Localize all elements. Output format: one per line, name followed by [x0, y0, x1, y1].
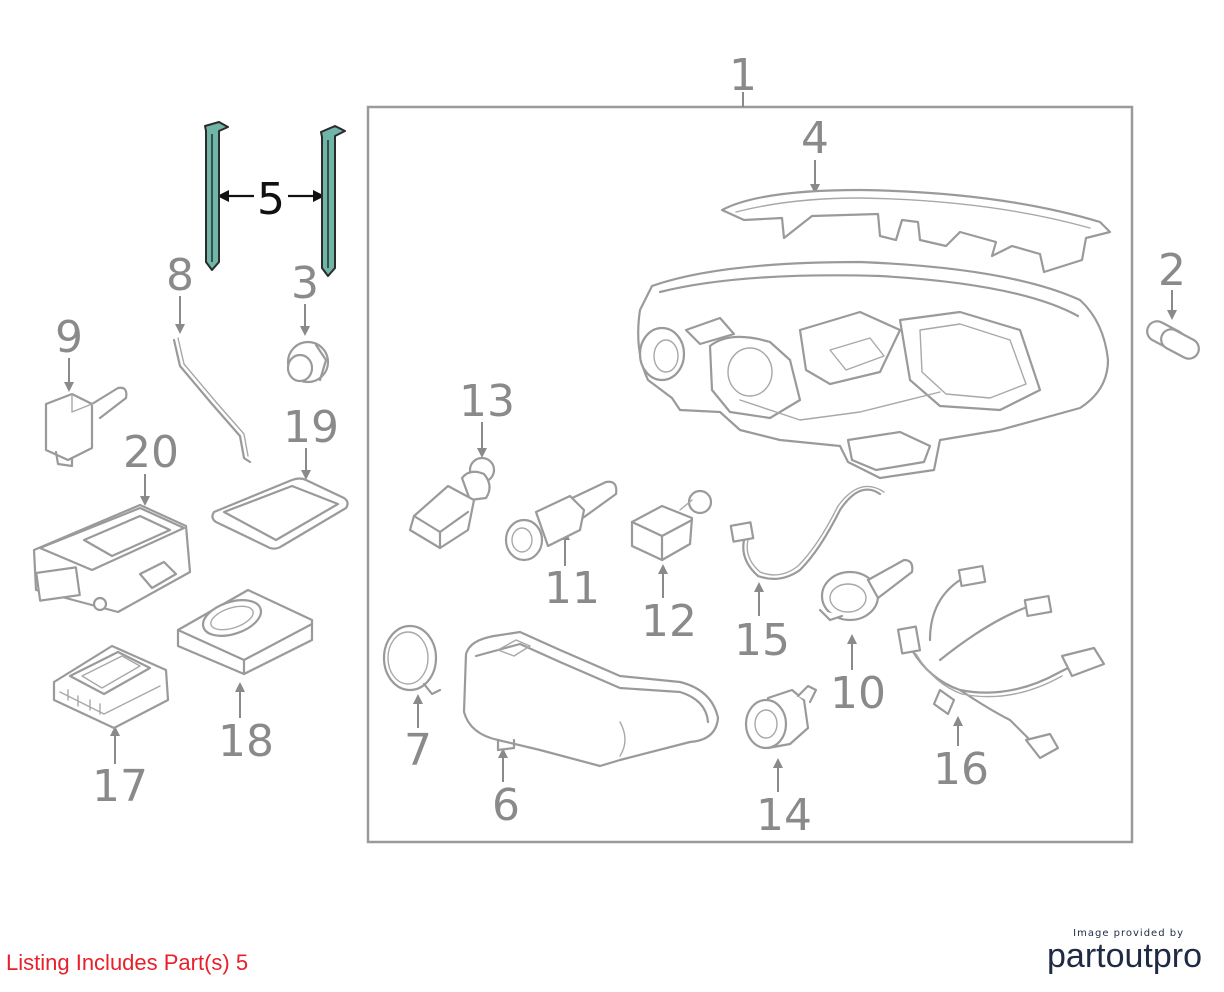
- part-13-bulb-socket[interactable]: [408, 456, 496, 550]
- callout-3[interactable]: 3: [291, 258, 319, 309]
- part-14-socket[interactable]: [744, 684, 818, 750]
- part-4-trim[interactable]: [720, 188, 1112, 274]
- callout-1[interactable]: 1: [729, 50, 757, 101]
- part-1-headlamp-housing[interactable]: [637, 260, 1110, 480]
- assembly-frame: [366, 105, 1134, 844]
- callout-16[interactable]: 16: [933, 744, 989, 795]
- callout-5[interactable]: 5: [257, 174, 285, 225]
- part-9-connector[interactable]: [44, 386, 128, 468]
- part-2-caps[interactable]: [1144, 318, 1203, 362]
- brand-logo: partoutpro: [1047, 937, 1202, 975]
- callout-10[interactable]: 10: [830, 668, 886, 719]
- callout-20[interactable]: 20: [123, 427, 179, 478]
- credit-provided-by: Image provided by: [1073, 928, 1184, 939]
- part-18-ballast[interactable]: [176, 588, 314, 676]
- part-12-holder[interactable]: [630, 489, 713, 562]
- part-11-bulb[interactable]: [504, 480, 618, 562]
- part-7-ring[interactable]: [382, 624, 442, 696]
- callout-14[interactable]: 14: [756, 790, 812, 841]
- callout-9[interactable]: 9: [55, 312, 83, 363]
- part-5-bracket-left[interactable]: [204, 121, 229, 271]
- callout-6[interactable]: 6: [492, 780, 520, 831]
- callout-2[interactable]: 2: [1158, 245, 1186, 296]
- callout-17[interactable]: 17: [92, 761, 148, 812]
- callout-18[interactable]: 18: [218, 716, 274, 767]
- callout-15[interactable]: 15: [734, 615, 790, 666]
- part-16-harness[interactable]: [896, 564, 1106, 760]
- callout-19[interactable]: 19: [283, 402, 339, 453]
- part-19-gasket[interactable]: [211, 477, 349, 550]
- part-15-wire[interactable]: [729, 485, 885, 581]
- part-3-grommet[interactable]: [286, 340, 330, 384]
- callout-13[interactable]: 13: [459, 376, 515, 427]
- callout-11[interactable]: 11: [544, 563, 600, 614]
- callout-12[interactable]: 12: [641, 596, 697, 647]
- part-10-bulb[interactable]: [818, 558, 914, 622]
- listing-note: Listing Includes Part(s) 5: [6, 950, 249, 975]
- part-5-bracket-right[interactable]: [320, 125, 346, 277]
- part-8-rod[interactable]: [172, 338, 252, 464]
- callout-4[interactable]: 4: [801, 113, 829, 164]
- image-credit: Image provided by partoutpro: [1047, 928, 1202, 973]
- part-17-module[interactable]: [52, 644, 170, 730]
- part-6-housing[interactable]: [462, 630, 720, 768]
- callout-8[interactable]: 8: [166, 250, 194, 301]
- callout-7[interactable]: 7: [404, 725, 432, 776]
- part-20-module[interactable]: [32, 503, 192, 614]
